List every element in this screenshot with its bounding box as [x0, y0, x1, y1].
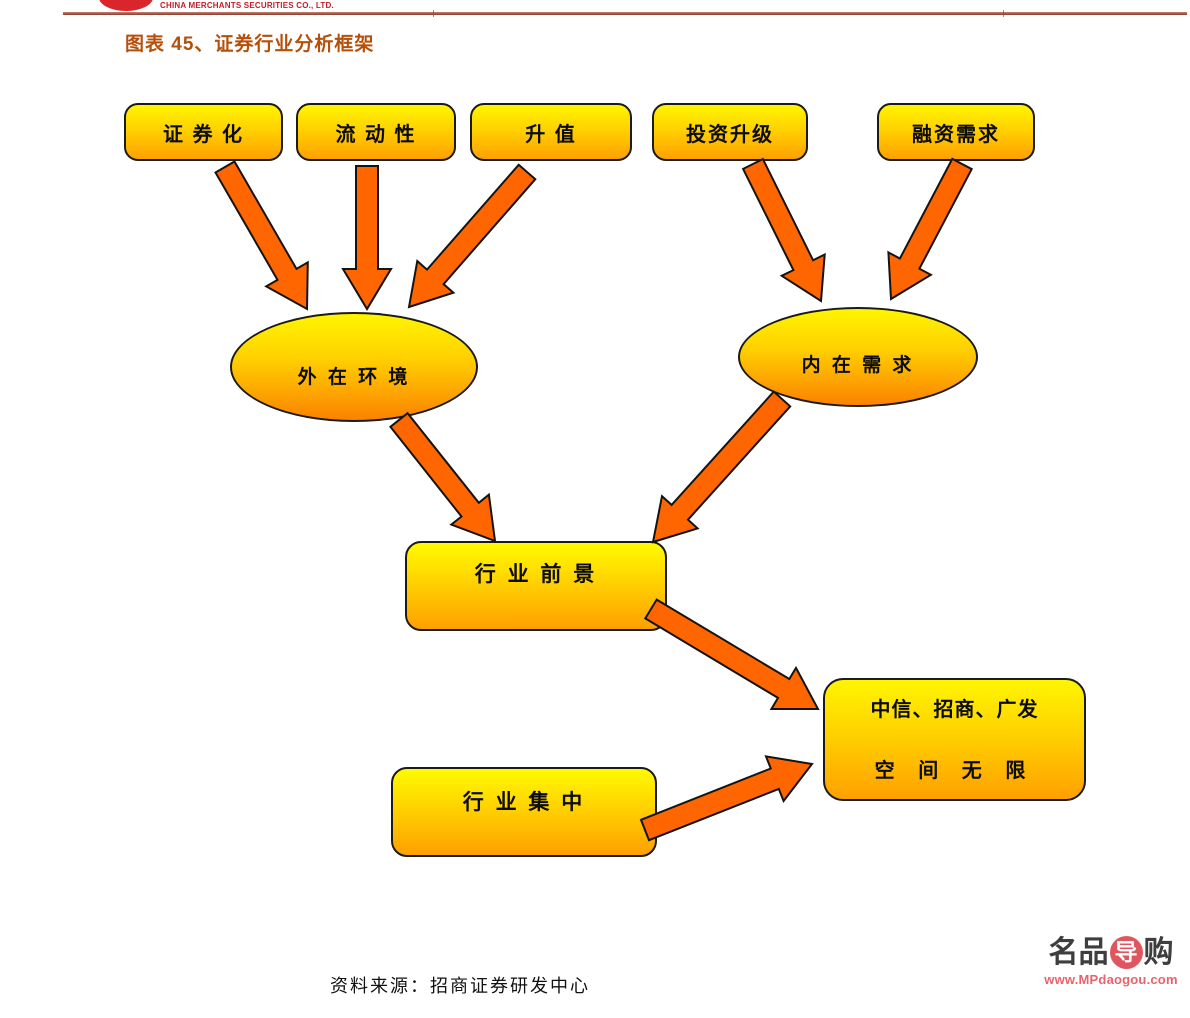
- flow-arrow: [651, 390, 792, 544]
- node-financing-demand: 融资需求: [877, 103, 1035, 161]
- node-label: 证 券 化: [162, 123, 245, 146]
- node-label: 外 在 环 境: [297, 366, 411, 388]
- company-logo-icon: [99, 0, 153, 11]
- flow-arrow: [639, 755, 814, 842]
- node-industry-prospect: 行 业 前 景: [405, 541, 667, 631]
- flow-arrow: [887, 157, 974, 301]
- watermark-logo: 名品 导 购: [1032, 936, 1190, 969]
- node-label: 内 在 需 求: [801, 354, 915, 376]
- node-label: 行 业 前 景: [474, 563, 598, 586]
- node-result-companies: 中信、招商、广发 空 间 无 限: [823, 678, 1086, 801]
- node-securitization: 证 券 化: [124, 103, 283, 161]
- node-investment-upgrade: 投资升级: [652, 103, 808, 161]
- header-rule-tick: [433, 10, 434, 17]
- header-rule: [63, 12, 1187, 15]
- node-label: 融资需求: [912, 123, 1000, 146]
- watermark-text-left: 名品: [1048, 935, 1109, 969]
- company-name: CHINA MERCHANTS SECURITIES CO., LTD.: [160, 1, 334, 10]
- node-liquidity: 流 动 性: [296, 103, 456, 161]
- node-label: 升 值: [525, 123, 577, 146]
- flow-arrow: [741, 157, 826, 303]
- node-label: 行 业 集 中: [462, 791, 586, 814]
- figure-caption: 图表 45、证券行业分析框架: [125, 34, 375, 55]
- node-appreciation: 升 值: [470, 103, 632, 161]
- flow-arrow: [643, 598, 820, 710]
- source-note: 资料来源：招商证券研发中心: [330, 976, 590, 996]
- watermark-circle-icon: 导: [1109, 936, 1143, 969]
- node-internal-demand: 内 在 需 求: [738, 307, 978, 407]
- result-line-1: 中信、招商、广发: [870, 699, 1039, 721]
- watermark-url: www.MPdaogou.com: [1044, 972, 1178, 987]
- watermark-text-right: 购: [1143, 935, 1174, 969]
- flow-arrow: [388, 411, 497, 543]
- header-rule-tick: [1003, 10, 1004, 17]
- result-line-2: 空 间 无 限: [874, 760, 1035, 782]
- node-label: 投资升级: [686, 123, 774, 146]
- flow-arrow: [341, 165, 393, 311]
- node-industry-concentration: 行 业 集 中: [391, 767, 657, 857]
- node-label: 流 动 性: [335, 123, 417, 146]
- flow-arrow: [407, 163, 537, 309]
- node-external-environment: 外 在 环 境: [230, 312, 478, 422]
- watermark: 名品 导 购 www.MPdaogou.com: [1032, 936, 1190, 987]
- flow-arrow: [214, 160, 309, 311]
